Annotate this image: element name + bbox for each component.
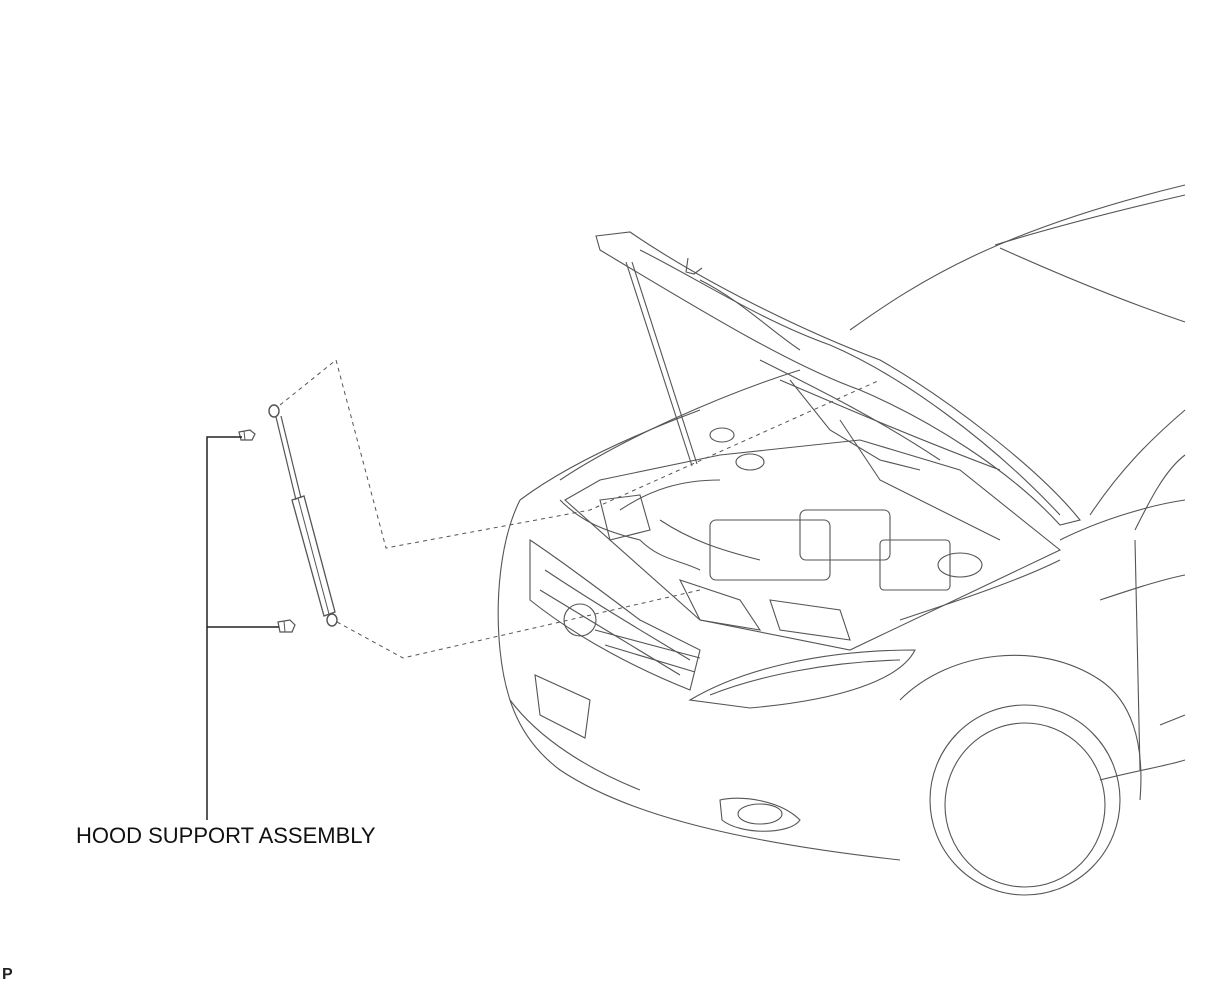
hose-2 <box>659 519 761 561</box>
hood-inner-rib-4 <box>839 419 1001 541</box>
front-door-edge <box>1134 539 1141 771</box>
projection-line-upper <box>279 359 881 549</box>
coolant-tank <box>937 552 983 578</box>
strut-cylinder <box>291 495 336 617</box>
rocker-line <box>1099 759 1186 781</box>
engine-detail-2 <box>678 579 762 631</box>
windshield-top <box>994 194 1186 246</box>
tire-outer <box>929 704 1121 896</box>
engine-detail-1 <box>599 494 651 541</box>
hood-support-assembly-part <box>268 404 338 627</box>
headlight-outline <box>688 649 916 709</box>
strut-cylinder-center <box>297 497 330 615</box>
air-cleaner-box <box>799 509 891 561</box>
hood-panel-inner <box>639 249 1061 516</box>
bumper-lower-edge <box>509 699 641 791</box>
fog-light-lens <box>737 803 783 825</box>
grille-outline <box>529 538 701 691</box>
installed-strut-rod-2 <box>631 261 698 465</box>
strut-rod-left <box>275 416 297 501</box>
installed-strut-rod <box>625 261 693 467</box>
intake-duct <box>619 479 721 511</box>
hood-panel-outer <box>595 231 1081 526</box>
side-body-line <box>1059 499 1186 541</box>
engine-bay-front <box>564 439 1062 651</box>
front-fender-top <box>559 369 801 481</box>
clip-upper <box>238 429 256 441</box>
clip-lower <box>277 619 296 633</box>
hood-inner-rib-1 <box>699 279 801 351</box>
grille-slat-3 <box>594 629 701 659</box>
hood-inner-rib-3 <box>789 379 921 471</box>
figure-corner-mark: P <box>2 966 13 983</box>
grille-slat-2 <box>539 589 681 676</box>
side-marker <box>1159 714 1186 726</box>
emblem <box>563 603 597 637</box>
vehicle-front-illustration <box>497 184 1186 896</box>
front-bumper-outline <box>497 499 901 861</box>
hose-1 <box>639 539 701 571</box>
hood-latch-clip <box>685 257 703 275</box>
bay-fender-right <box>899 559 1061 621</box>
tire-inner <box>944 722 1106 888</box>
strut-lower-end <box>326 613 338 627</box>
hood-inner-rib-2 <box>759 359 941 461</box>
reservoir-cap-2 <box>709 427 735 443</box>
license-plate-area <box>534 674 591 739</box>
roof-line <box>849 184 1186 331</box>
grille-slat-4 <box>604 644 696 673</box>
engine-block <box>709 519 831 581</box>
headlight-inner <box>709 659 901 696</box>
engine-detail-3 <box>769 599 851 641</box>
strut-rod-right <box>280 415 302 499</box>
grille-slat-1 <box>544 569 691 661</box>
callout-leader-line <box>206 436 242 820</box>
projection-line-lower <box>336 589 701 659</box>
a-pillar-inner <box>1134 454 1186 531</box>
fog-light-housing <box>719 797 801 832</box>
windshield-inner <box>999 247 1186 323</box>
cowl-line <box>779 379 1001 471</box>
body-top-edge <box>519 409 701 501</box>
battery <box>879 539 951 591</box>
side-crease <box>1099 574 1186 601</box>
a-pillar <box>1089 409 1186 516</box>
wheel-arch <box>899 654 1142 801</box>
bay-fender-left <box>559 499 641 541</box>
reservoir-cap-1 <box>735 453 765 471</box>
part-callout-label: HOOD SUPPORT ASSEMBLY <box>76 823 376 848</box>
strut-upper-end <box>268 404 280 418</box>
